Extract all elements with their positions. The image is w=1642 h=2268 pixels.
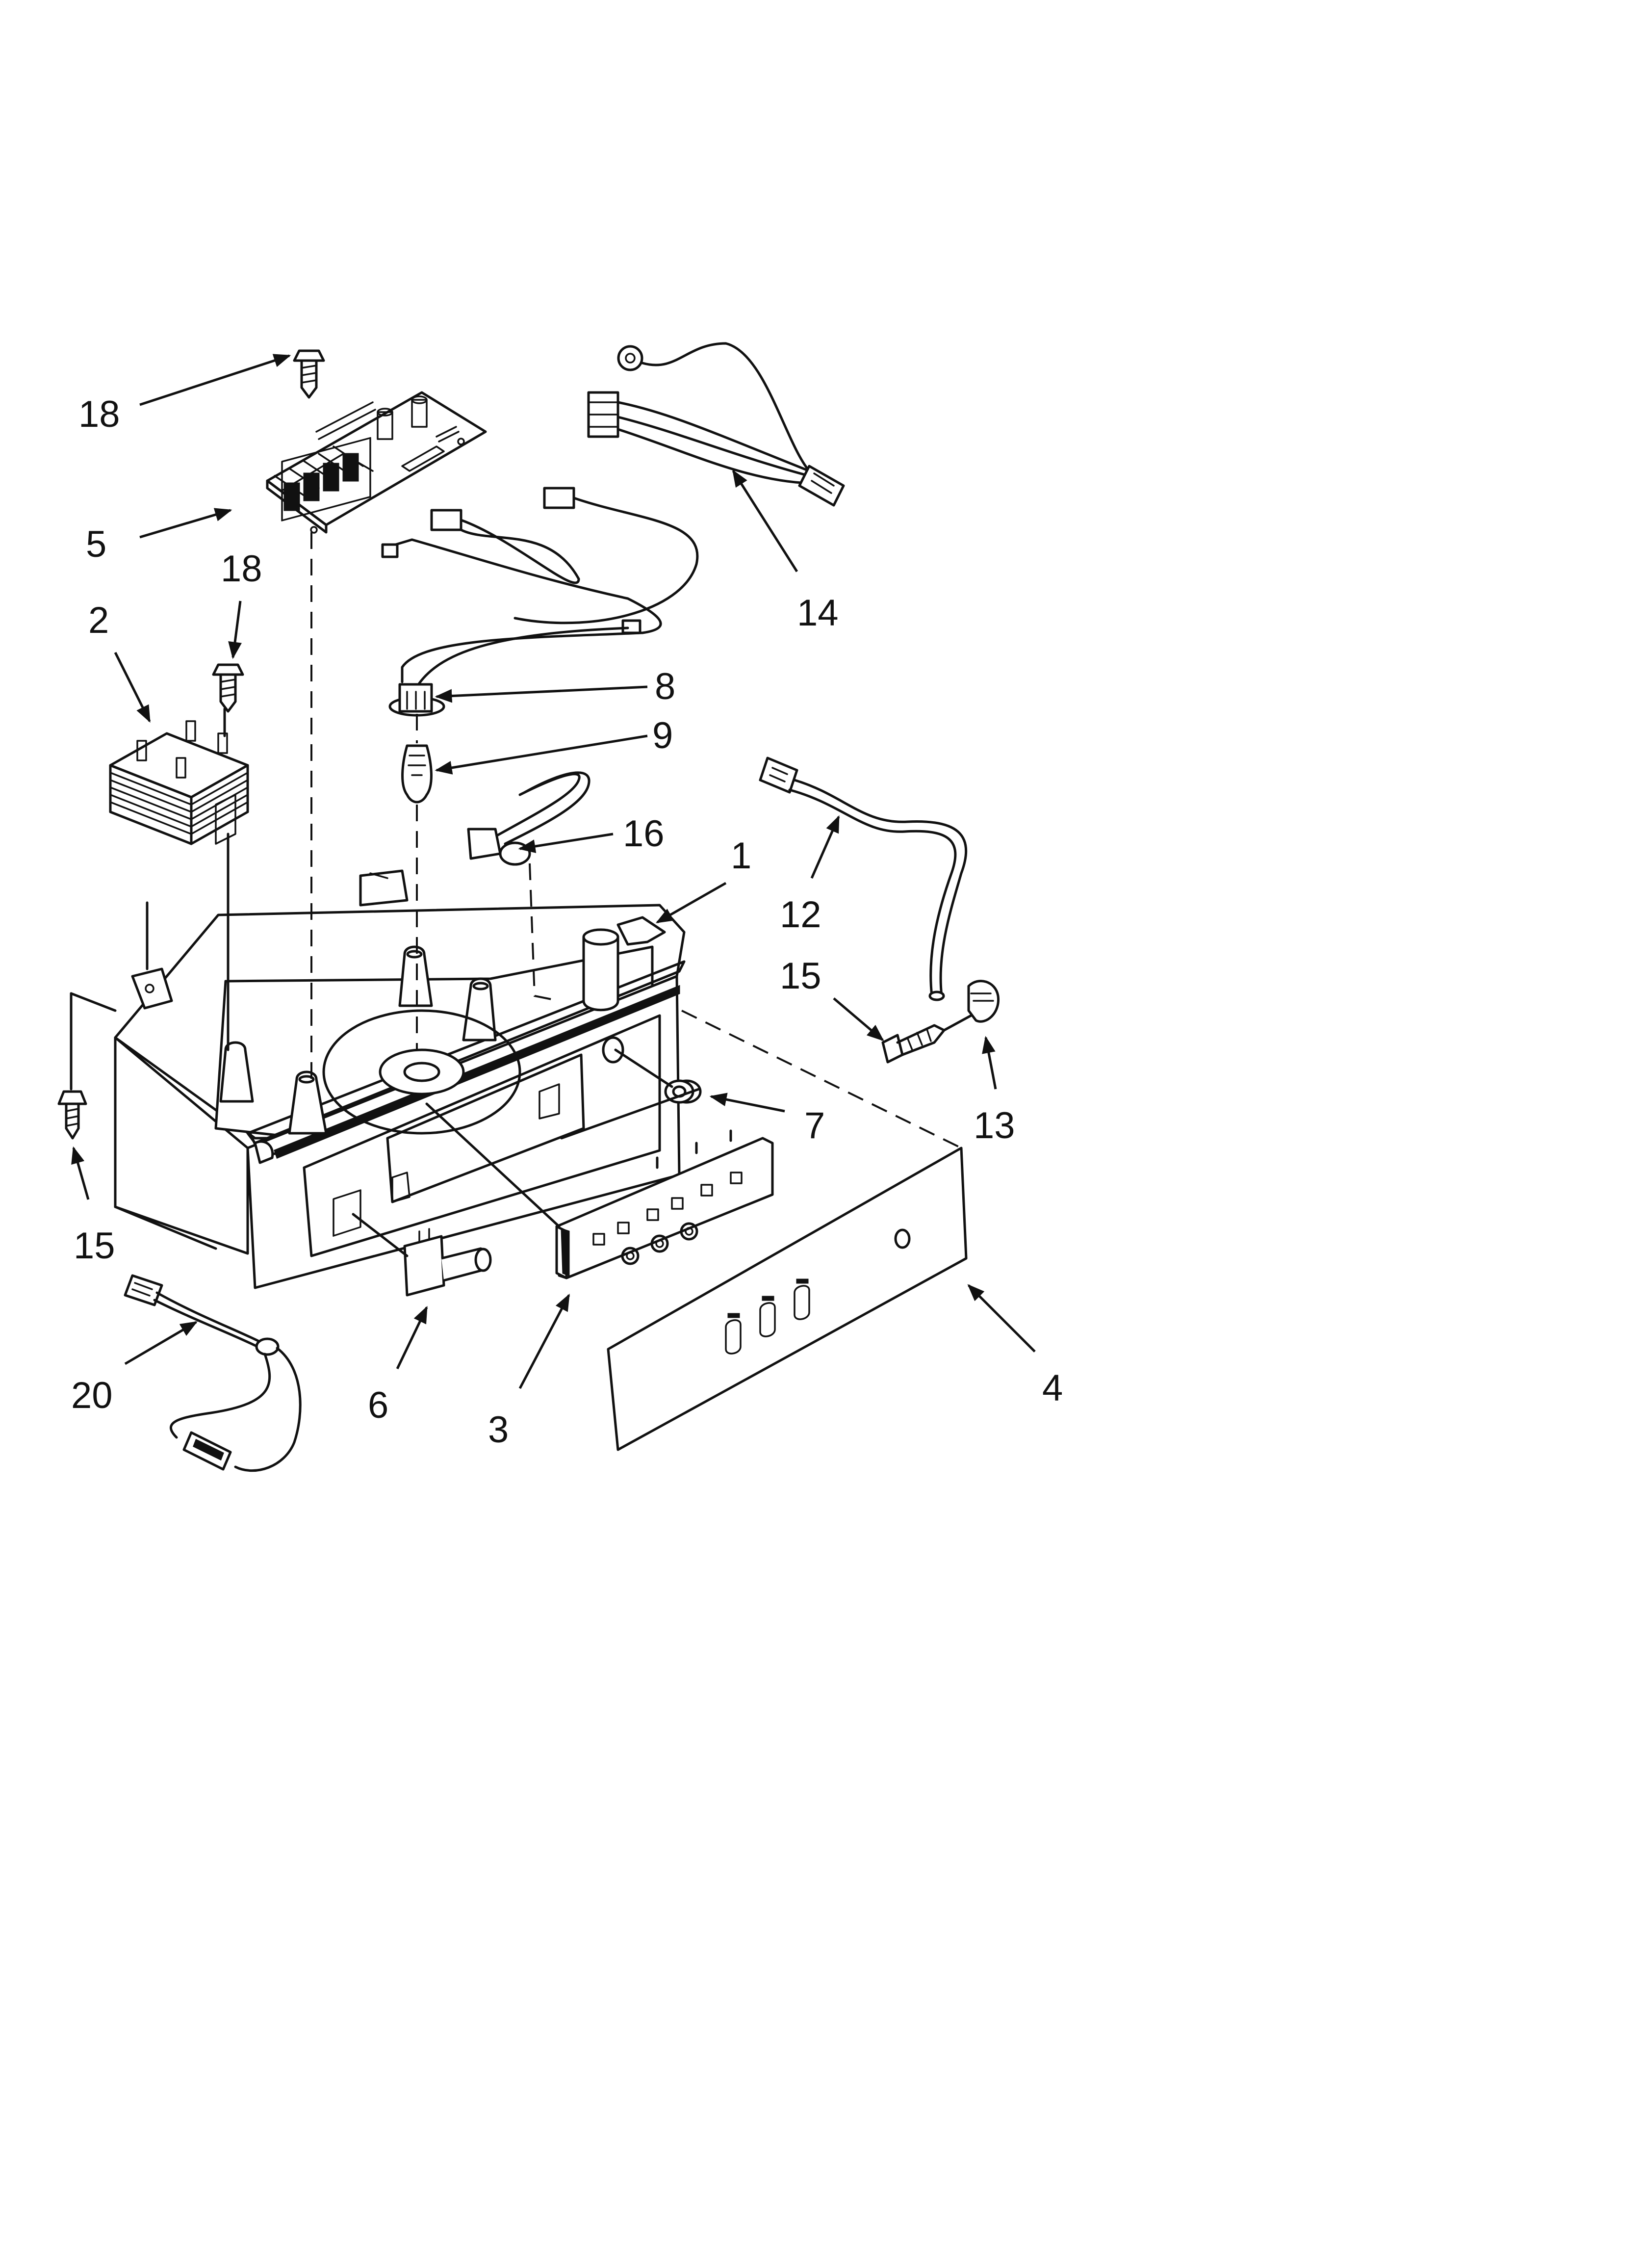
- wire-harness-part: [587, 342, 845, 507]
- screw-part: [212, 663, 244, 713]
- callout-13: 13: [974, 1105, 1015, 1147]
- sensor-wire-part: [124, 1274, 302, 1472]
- lamp-holder-part: [467, 771, 590, 866]
- wire-clip-part: [967, 980, 1000, 1023]
- callout-20: 20: [71, 1375, 113, 1416]
- callout-6: 6: [368, 1384, 388, 1426]
- callout-18: 18: [78, 393, 120, 435]
- callout-15: 15: [74, 1225, 115, 1267]
- control-panel-part: [555, 1129, 774, 1279]
- callout-15: 15: [780, 955, 821, 997]
- wiring-lamp-socket-part: [381, 487, 699, 804]
- callout-18: 18: [221, 548, 262, 590]
- wire-connector-part: [759, 756, 968, 1001]
- callout-5: 5: [86, 523, 106, 565]
- screw-part: [57, 1090, 87, 1140]
- callout-16: 16: [623, 813, 665, 855]
- callout-14: 14: [797, 592, 839, 634]
- screw-part: [293, 349, 325, 399]
- callout-labels: 18 5 18 2 14 8 9 16 1 12 15 13 7 15 20 6…: [71, 393, 1063, 1451]
- housing-part: [70, 869, 686, 1289]
- control-board-part: [266, 391, 487, 534]
- assembly-guide-lines: [70, 532, 962, 1257]
- callout-8: 8: [655, 666, 675, 707]
- screw-part: [881, 1014, 973, 1064]
- transformer-part: [109, 720, 249, 845]
- front-overlay-part: [607, 1147, 968, 1451]
- leader-arrows: [71, 354, 1036, 1389]
- door-switch-part: [403, 1228, 492, 1297]
- callout-3: 3: [488, 1409, 509, 1451]
- callout-1: 1: [731, 835, 751, 877]
- callout-9: 9: [652, 715, 673, 756]
- callout-4: 4: [1042, 1367, 1063, 1409]
- callout-12: 12: [780, 894, 821, 936]
- callout-2: 2: [88, 600, 109, 641]
- callout-7: 7: [804, 1105, 825, 1147]
